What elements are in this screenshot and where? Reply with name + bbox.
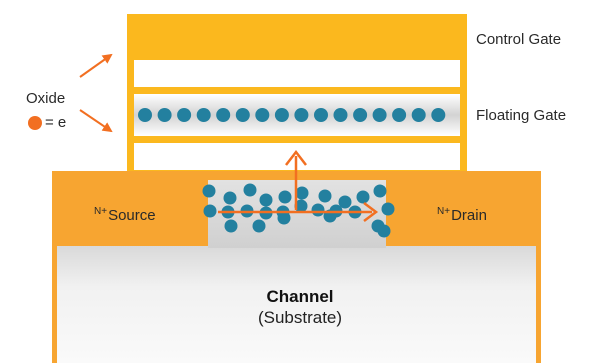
floating-gate-electron xyxy=(333,108,348,122)
channel-electron xyxy=(377,224,391,238)
channel-electron xyxy=(202,184,216,198)
channel-electron xyxy=(318,189,332,203)
drain-text: Drain xyxy=(451,207,487,224)
current-flow-arrowhead xyxy=(363,202,379,222)
channel-electron xyxy=(311,203,325,217)
floating-gate-electron xyxy=(235,108,250,122)
channel-electron xyxy=(224,219,238,233)
oxide-label: Oxide xyxy=(26,90,66,107)
floating-gate-electron xyxy=(196,108,211,122)
electron-legend-dot xyxy=(28,116,42,130)
channel-electron xyxy=(223,191,237,205)
channel-region xyxy=(57,246,536,363)
floating-gate-electron xyxy=(255,108,270,122)
floating-gate-electron xyxy=(314,108,328,122)
floating-gate-electron xyxy=(411,108,426,122)
channel-electron xyxy=(278,190,292,204)
source-text: Source xyxy=(108,207,156,224)
floating-gate-electron xyxy=(216,108,231,122)
channel-electron xyxy=(373,184,387,198)
channel-electron xyxy=(203,204,217,218)
channel-electron xyxy=(277,211,291,225)
source-superscript: N+ xyxy=(94,206,108,217)
drain-superscript: N+ xyxy=(437,206,451,217)
channel-electron xyxy=(356,190,370,204)
tunneling-arrowhead xyxy=(285,149,307,166)
channel-electron xyxy=(294,199,308,213)
oxide-arrow-upper xyxy=(79,53,113,78)
floating-gate-electron xyxy=(392,108,407,122)
floating-gate-electron xyxy=(353,108,368,122)
floating-gate-electron xyxy=(157,108,172,122)
floating-gate-electron xyxy=(431,108,446,122)
channel-subtitle: (Substrate) xyxy=(257,308,343,327)
channel-title: Channel xyxy=(266,287,334,306)
floating-gate-electrons xyxy=(138,108,446,122)
control-oxide-layer xyxy=(134,60,460,87)
channel-electron xyxy=(295,186,309,200)
floating-gate-electron xyxy=(274,108,289,122)
channel-electron xyxy=(252,219,266,233)
floating-gate-electron xyxy=(294,108,309,122)
oxide-arrow-lower xyxy=(79,109,113,133)
channel-electron xyxy=(338,195,352,209)
floating-gate-electron xyxy=(177,108,192,122)
floating-gate-electron xyxy=(138,108,152,122)
control-gate-label: Control Gate xyxy=(476,31,562,48)
channel-electron xyxy=(381,202,395,216)
channel-electrons xyxy=(202,183,395,238)
channel-electron xyxy=(243,183,257,197)
source-label: N+Source xyxy=(94,203,156,225)
floating-gate-label: Floating Gate xyxy=(476,107,567,124)
drain-label: N+Drain xyxy=(437,203,487,225)
channel-electron xyxy=(259,193,273,207)
floating-gate-electron xyxy=(372,108,387,122)
electron-legend-label: = e xyxy=(45,114,67,131)
